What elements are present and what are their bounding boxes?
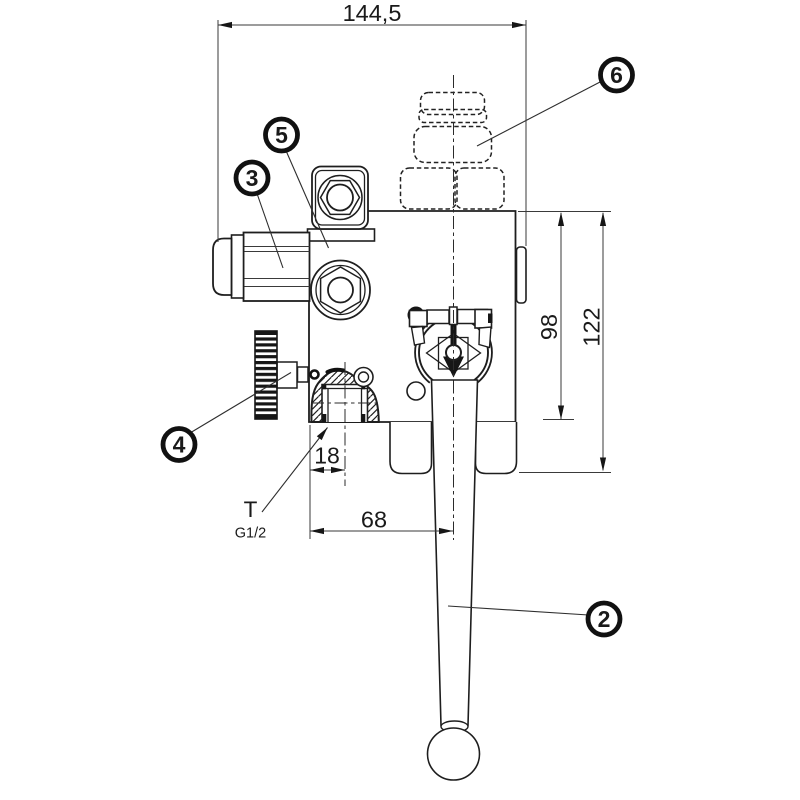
callout-6-badge [598,56,635,94]
hex-plug [310,259,371,321]
callout-4-leader [189,372,292,434]
nut-right [474,422,518,475]
callout-6-leader [476,81,602,147]
lever-shaft [430,379,479,727]
clamp-bar-left [426,309,450,325]
small-plug-dot [309,369,320,380]
fitting-hex-left [399,167,458,210]
cartridge-cap [212,237,233,296]
port-thread-label: G1/2 [235,526,266,542]
port-cap-mark [325,367,346,374]
dimension-heights: 98 122 [518,211,611,473]
boss-square [311,165,369,230]
dimension-overall-width: 144,5 [217,0,527,246]
callout-3: 3 [233,159,284,269]
port-ring-inner [357,371,370,383]
adjustment-knob [254,330,309,420]
callout-5-leader [284,149,330,249]
dim-port-offset: 18 [314,443,340,469]
side-tab [515,246,527,304]
nut-left [389,422,433,475]
cartridge-band [230,234,245,299]
pivot-diamond [425,332,482,374]
knob-wheel [254,330,278,420]
dim-overall-height: 122 [579,307,605,346]
dim-overall-width: 144,5 [343,0,402,26]
dim-body-height: 98 [536,314,562,340]
centerlines [311,75,454,540]
mounting-nut [389,422,518,475]
fitting-hex-right [454,167,505,210]
port-label-group: T G1/2 [235,427,328,542]
callout-5-badge [263,116,300,154]
clamp-tab-left [410,325,426,346]
callout-3-badge [233,159,271,197]
callout-4-badge [160,426,198,463]
callout-5-number: 5 [275,122,288,148]
cartridge-tube [242,231,311,302]
callout-6: 6 [476,56,635,147]
lever-ball [426,727,481,781]
relief-valve-boss [306,165,376,242]
plug-hex [319,266,362,314]
port-label: T [244,497,258,522]
plug-bore [327,276,354,304]
callout-4: 4 [160,372,292,463]
cartridge [212,231,311,302]
port-leader [261,427,328,513]
boss-bore [326,183,354,212]
pivot-arc-left [414,321,431,384]
fitting-cap [419,91,486,116]
callout-6-number: 6 [610,62,623,88]
callout-2: 2 [447,600,623,638]
boss-circle [317,174,363,221]
dim-lever-offset: 68 [361,507,387,533]
knob-stem [296,366,309,383]
lever [426,379,481,781]
fitting-lip [418,108,488,124]
clamp-tab-right [478,326,492,349]
clamp-block-left [408,309,428,328]
boss-pedestal [306,228,376,242]
plug-mid-circle [315,264,366,316]
port-leader-arrow [316,427,328,441]
callout-3-number: 3 [246,165,259,191]
callout-5: 5 [263,116,330,249]
callout-2-leader [447,605,589,616]
callout-3-leader [256,193,284,269]
dimension-port-offset: 18 [309,425,345,539]
boss-hex [319,179,361,216]
body-bolt-hole [406,381,426,401]
inlet-fitting-dashed [399,91,505,210]
callout-2-badge [585,600,623,638]
callout-2-number: 2 [598,606,611,632]
boss-square-inner [314,169,366,226]
plug-outer-circle [310,259,371,321]
dimension-lever-offset: 68 [310,507,453,535]
fitting-body [413,125,493,164]
callout-4-number: 4 [173,432,186,458]
